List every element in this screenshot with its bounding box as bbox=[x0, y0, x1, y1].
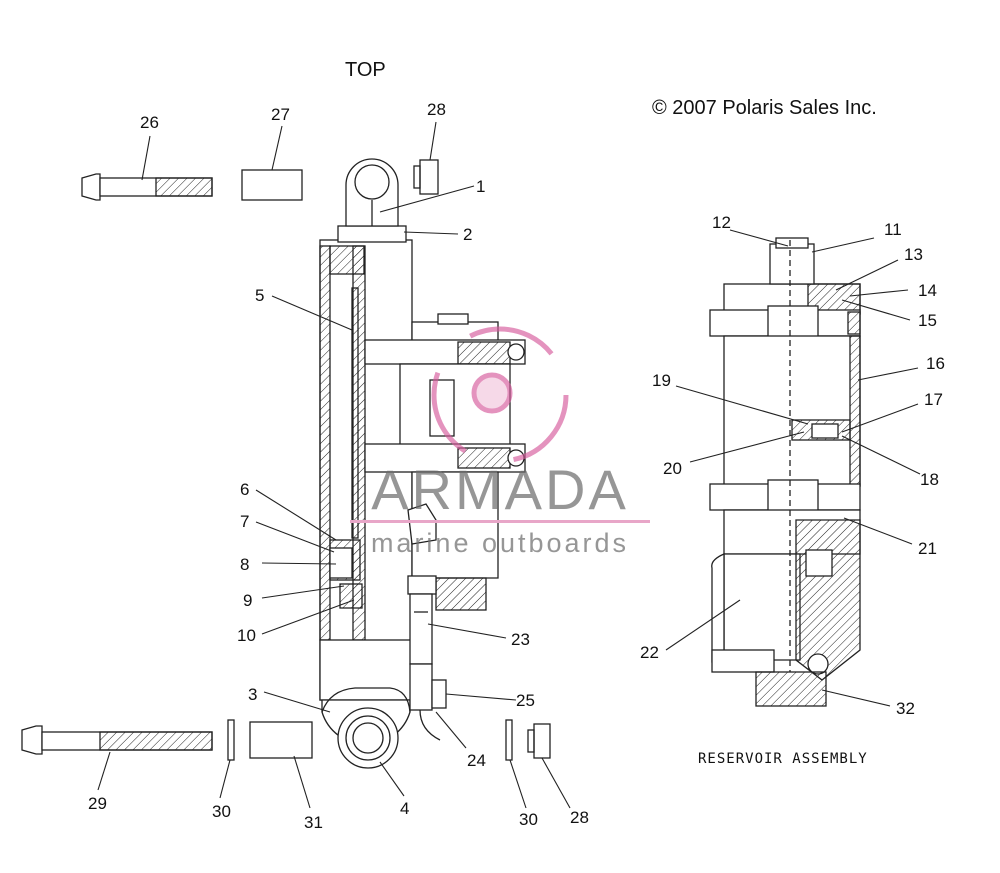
callout-27: 27 bbox=[271, 105, 290, 124]
callout-15: 15 bbox=[918, 311, 937, 330]
watermark-logo bbox=[431, 326, 569, 464]
reservoir-assembly-caption: RESERVOIR ASSEMBLY bbox=[698, 751, 868, 767]
callout-7: 7 bbox=[240, 512, 250, 531]
callout-6: 6 bbox=[240, 480, 250, 499]
callout-19: 19 bbox=[652, 371, 671, 390]
callout-9: 9 bbox=[243, 591, 253, 610]
watermark-divider bbox=[350, 520, 650, 523]
callout-16: 16 bbox=[926, 354, 945, 373]
callout-17: 17 bbox=[924, 390, 943, 409]
callout-26: 26 bbox=[140, 113, 159, 132]
bolt-top bbox=[81, 173, 213, 201]
mounted-reservoir bbox=[364, 313, 526, 611]
watermark-brand: ARMADA bbox=[371, 458, 629, 521]
nut-top bbox=[413, 159, 439, 195]
callout-1: 1 bbox=[476, 177, 486, 196]
callout-22: 22 bbox=[640, 643, 659, 662]
callout-12: 12 bbox=[712, 213, 731, 232]
callout-29: 29 bbox=[88, 794, 107, 813]
top-eyelet bbox=[337, 158, 407, 243]
callout-30-right: 30 bbox=[519, 810, 538, 829]
callout-20: 20 bbox=[663, 459, 682, 478]
callout-21: 21 bbox=[918, 539, 937, 558]
callout-14: 14 bbox=[918, 281, 937, 300]
callout-10: 10 bbox=[237, 626, 256, 645]
callout-32: 32 bbox=[896, 699, 915, 718]
callout-2: 2 bbox=[463, 225, 473, 244]
callout-18: 18 bbox=[920, 470, 939, 489]
callout-13: 13 bbox=[904, 245, 923, 264]
nut-bottom bbox=[527, 723, 551, 759]
callout-24: 24 bbox=[467, 751, 486, 770]
callout-28-top: 28 bbox=[427, 100, 446, 119]
reservoir-hose bbox=[409, 593, 447, 741]
leader-lines bbox=[97, 121, 921, 809]
callout-4: 4 bbox=[400, 799, 410, 818]
watermark-tagline: marine outboards bbox=[370, 528, 630, 558]
spacer-top bbox=[241, 169, 303, 201]
callout-30-left: 30 bbox=[212, 802, 231, 821]
callout-8: 8 bbox=[240, 555, 250, 574]
bottom-eyelet bbox=[321, 687, 411, 769]
callout-23: 23 bbox=[511, 630, 530, 649]
callout-25: 25 bbox=[516, 691, 535, 710]
callout-11: 11 bbox=[884, 220, 902, 239]
washer-right bbox=[505, 719, 513, 761]
bolt-bottom bbox=[21, 725, 213, 755]
washer-left bbox=[227, 719, 235, 761]
copyright-text: © 2007 Polaris Sales Inc. bbox=[652, 97, 877, 119]
reservoir-assembly-detail bbox=[709, 237, 861, 707]
callout-28-bottom: 28 bbox=[570, 808, 589, 827]
spacer-bottom bbox=[249, 721, 313, 759]
callout-3: 3 bbox=[248, 685, 258, 704]
orientation-label: TOP bbox=[345, 59, 386, 81]
callout-31: 31 bbox=[304, 813, 323, 832]
callout-5: 5 bbox=[255, 286, 265, 305]
